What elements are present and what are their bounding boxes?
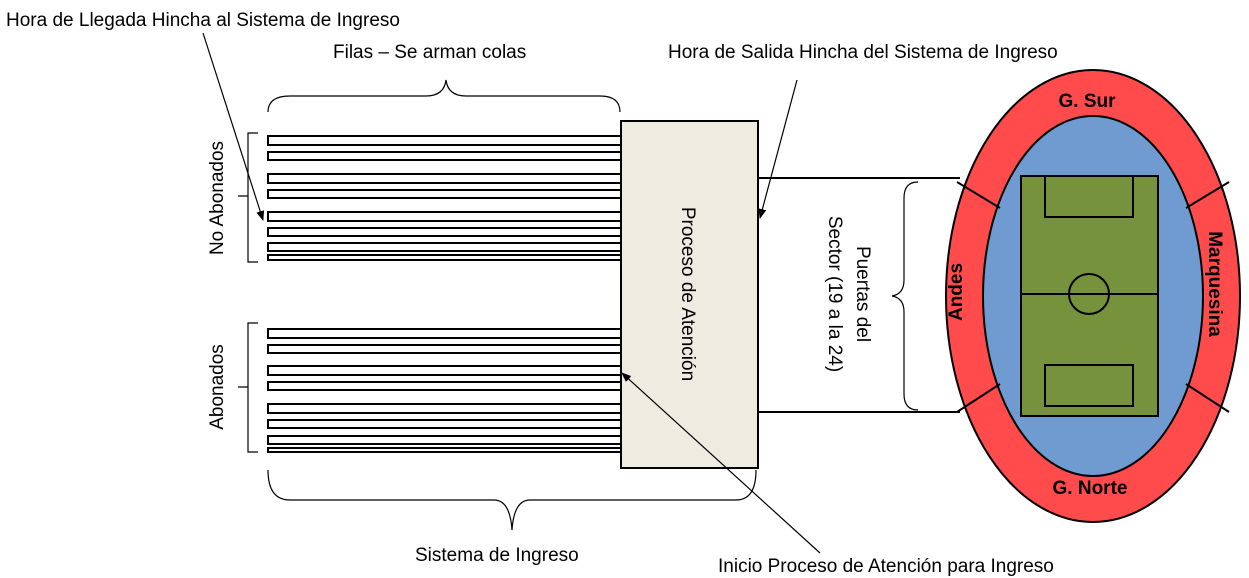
entry-system-brace	[267, 469, 757, 531]
gates-label-line2: Sector (19 a la 24)	[824, 216, 845, 372]
stand-south-label: G. Norte	[1053, 478, 1128, 499]
queue-lane	[267, 135, 622, 146]
no-subscribers-queues	[267, 135, 622, 261]
subscribers-bracket	[238, 322, 258, 453]
queue-lane	[267, 419, 622, 429]
queue-lane	[267, 211, 622, 222]
queue-lane	[267, 328, 622, 339]
queue-lane	[267, 173, 622, 184]
queue-lane	[267, 381, 622, 391]
queue-lane	[267, 344, 622, 354]
arrival-time-label: Hora de Llegada Hincha al Sistema de Ing…	[6, 10, 400, 31]
stand-north-label: G. Sur	[1058, 91, 1116, 112]
exit-time-label: Hora de Salida Hincha del Sistema de Ing…	[668, 42, 1058, 63]
stadium	[945, 69, 1241, 523]
queues-top-brace	[267, 79, 621, 113]
attention-process-label: Proceso de Atención	[677, 207, 698, 381]
queue-lane	[267, 435, 622, 445]
queue-lane	[267, 242, 622, 252]
gates-brace	[891, 181, 919, 411]
queues-label: Filas – Se arman colas	[333, 42, 526, 63]
queue-lane	[267, 227, 622, 237]
attention-start-label: Inicio Proceso de Atención para Ingreso	[718, 556, 1054, 577]
attention-start-arrow	[621, 372, 821, 554]
queue-lane	[267, 365, 622, 376]
subscribers-queues	[267, 328, 622, 453]
entry-system-label: Sistema de Ingreso	[415, 545, 579, 566]
attention-process-box	[620, 120, 759, 469]
stand-east-label: Marquesina	[1204, 231, 1225, 337]
queue-lane	[267, 403, 622, 414]
subscribers-label: Abonados	[207, 344, 228, 430]
arrival-arrow	[202, 32, 265, 221]
football-pitch	[1020, 175, 1159, 417]
queue-lane	[267, 447, 622, 453]
queue-lane	[267, 254, 622, 261]
no-subscribers-label: No Abonados	[207, 141, 228, 255]
queue-lane	[267, 151, 622, 161]
queue-lane	[267, 189, 622, 199]
no-subscribers-bracket	[238, 132, 258, 263]
exit-arrow	[758, 79, 798, 219]
stand-west-label: Andes	[946, 263, 967, 321]
gates-label-line1: Puertas del	[852, 246, 873, 342]
